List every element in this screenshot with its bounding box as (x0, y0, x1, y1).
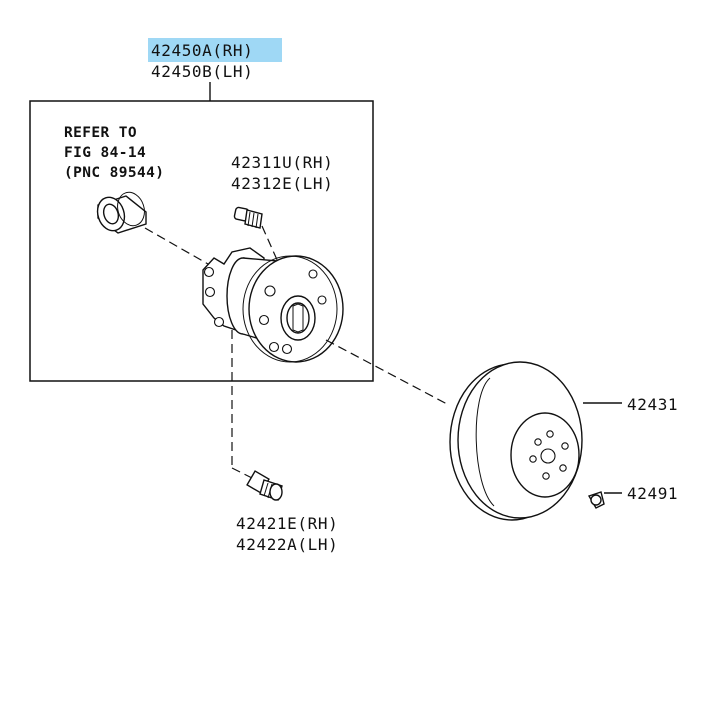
hub-bolt-leader (261, 225, 279, 263)
disc-part[interactable]: 42431 (627, 395, 678, 414)
hub-bolt-part-rh[interactable]: 42311U(RH) (231, 153, 333, 172)
mount-bolt-leader-2 (231, 467, 253, 479)
plug-icon[interactable] (587, 491, 605, 509)
assembly-part-rh[interactable]: 42450A(RH) (151, 41, 253, 60)
bearing-icon[interactable] (93, 189, 148, 234)
hub-bolt-icon[interactable] (233, 206, 263, 229)
mount-bolt-part-rh[interactable]: 42421E(RH) (236, 514, 338, 533)
hub-bolt-part-lh[interactable]: 42312E(LH) (231, 174, 333, 193)
assembly-part-lh[interactable]: 42450B(LH) (151, 62, 253, 81)
bearing-leader (144, 227, 209, 265)
assembly-box (29, 100, 374, 382)
hub-disc-leader (325, 339, 448, 405)
mount-bolt-icon[interactable] (246, 470, 283, 501)
hub-flange-icon[interactable] (202, 247, 344, 363)
part-highlight (148, 38, 282, 62)
refer-line-1: REFER TO (64, 125, 137, 141)
refer-line-3: (PNC 89544) (64, 165, 164, 181)
refer-line-2: FIG 84-14 (64, 145, 146, 161)
brake-disc-icon[interactable] (449, 361, 583, 521)
mount-bolt-part-lh[interactable]: 42422A(LH) (236, 535, 338, 554)
plug-part[interactable]: 42491 (627, 484, 678, 503)
